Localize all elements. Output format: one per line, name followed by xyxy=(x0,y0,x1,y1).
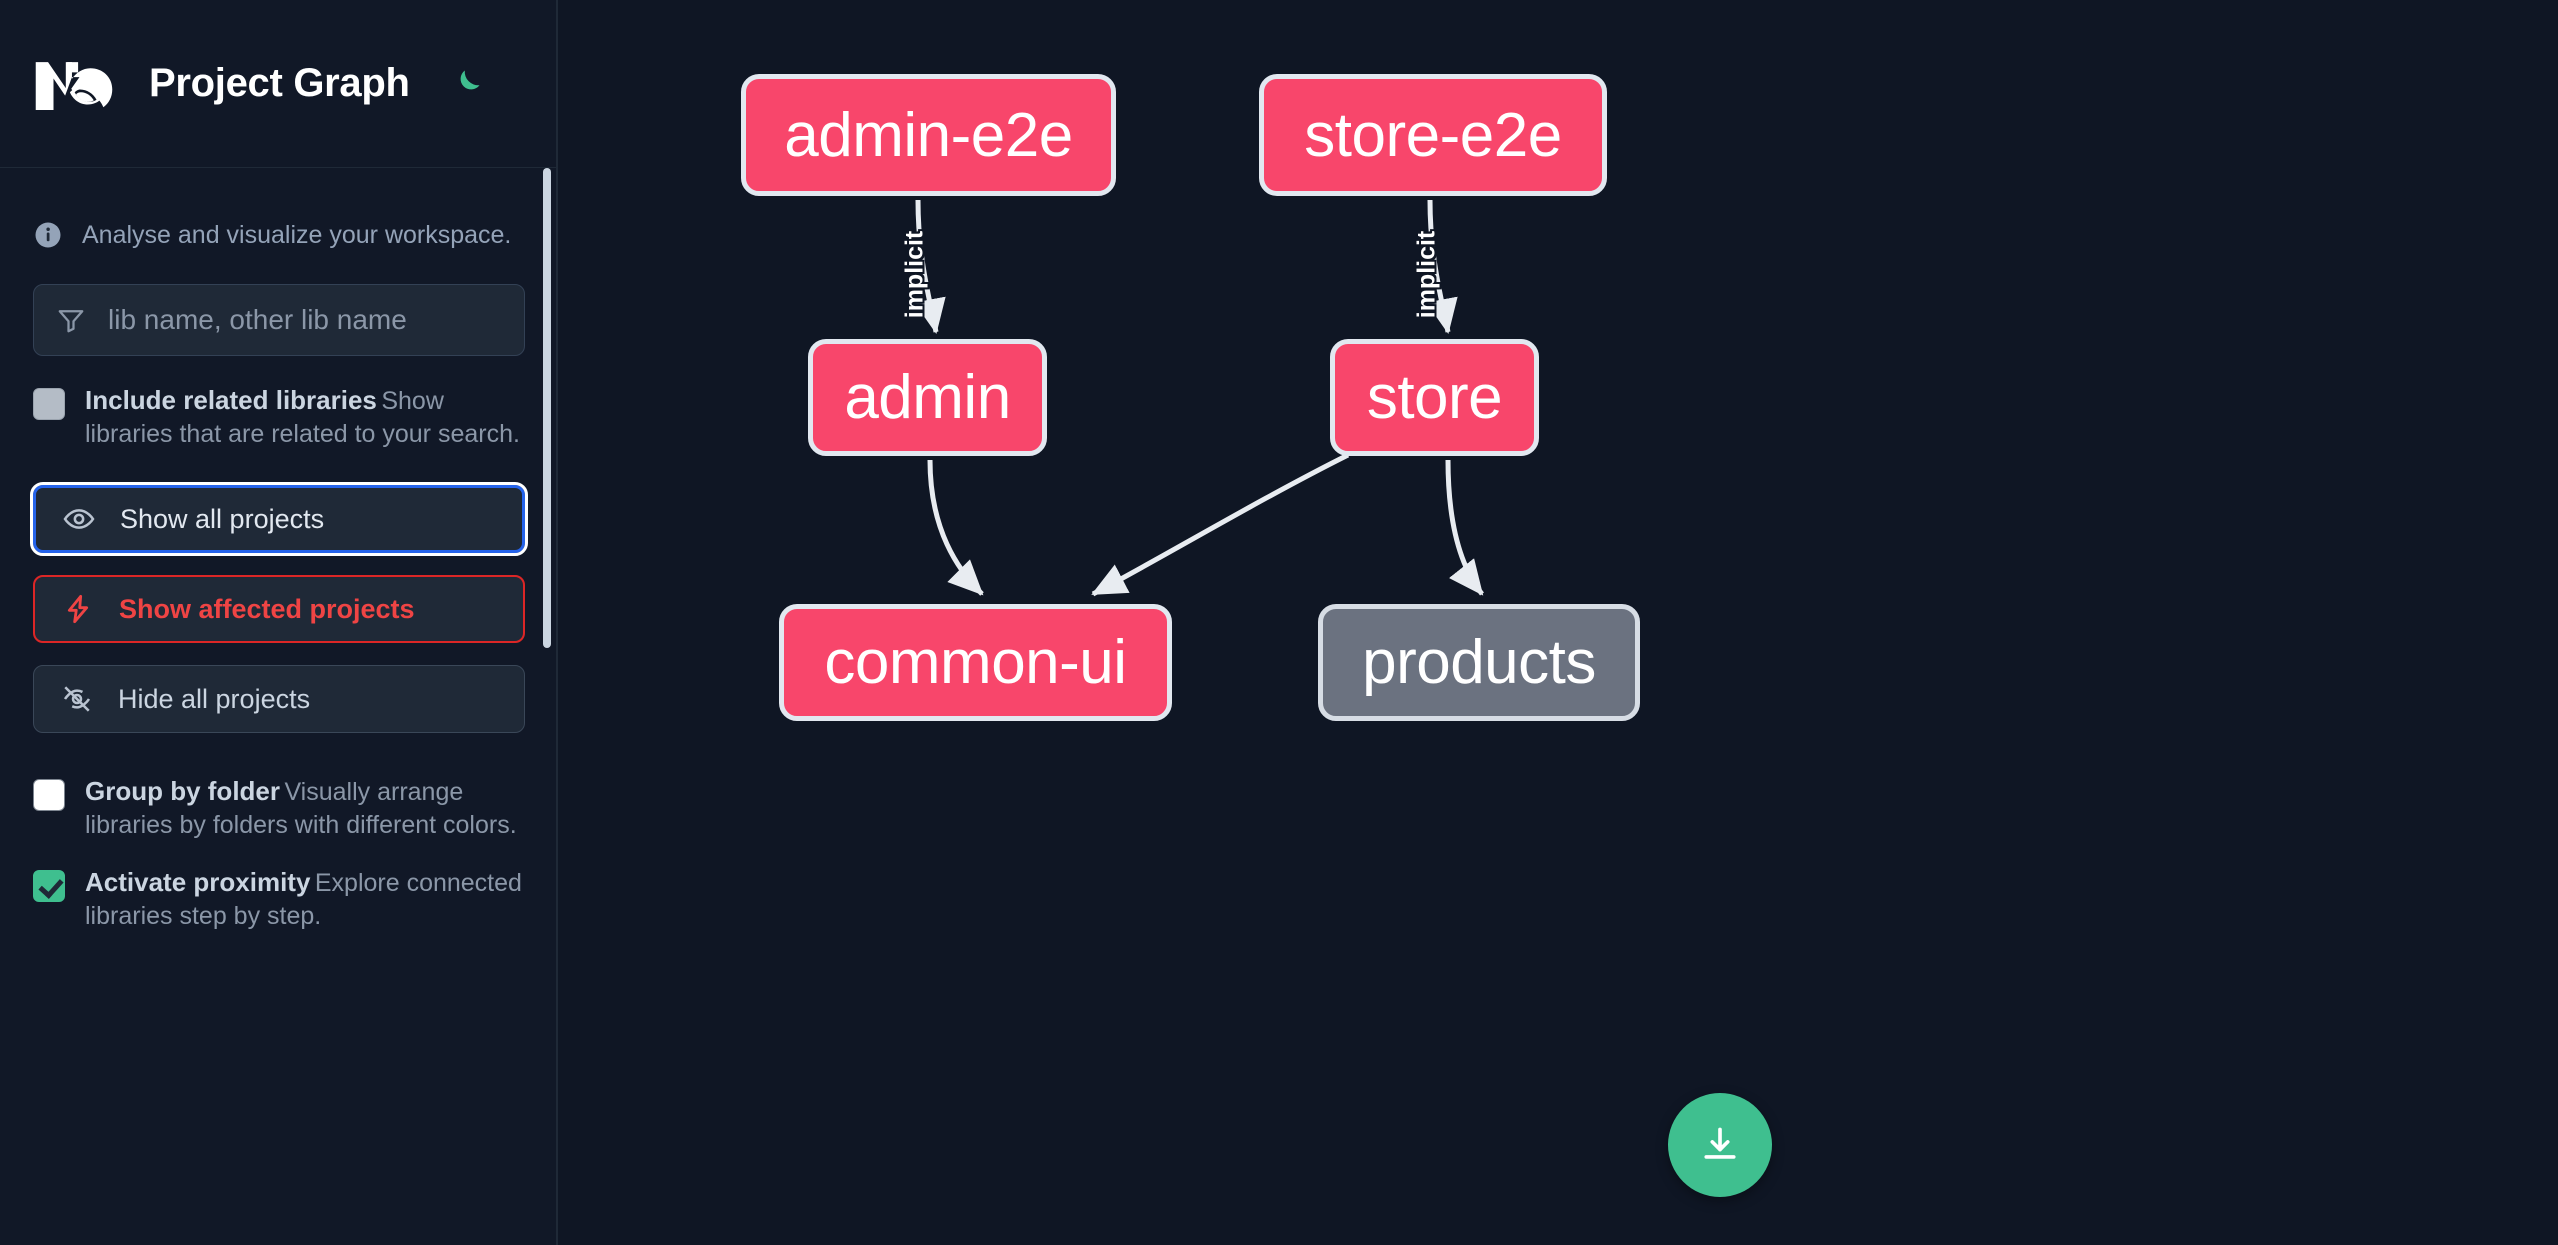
graph-node-label: store-e2e xyxy=(1304,100,1562,170)
funnel-icon xyxy=(56,305,86,335)
graph-node-label: admin xyxy=(844,363,1011,432)
include-related-libraries-label: Include related libraries xyxy=(85,385,377,415)
group-by-folder-description: Visually arrange libraries by folders wi… xyxy=(85,778,517,839)
activate-proximity-description: Explore connected libraries step by step… xyxy=(85,869,522,930)
sidebar-header: Project Graph xyxy=(0,0,558,168)
graph-node-store[interactable]: store xyxy=(1330,339,1539,456)
edge-admin-e2e-admin xyxy=(914,199,946,334)
eye-icon xyxy=(62,502,96,536)
graph-node-products[interactable]: products xyxy=(1318,604,1640,721)
option-group-by-folder[interactable]: Group by folder Visually arrange librari… xyxy=(0,733,558,842)
edge-store-e2e-store xyxy=(1426,199,1458,334)
moon-icon[interactable] xyxy=(446,64,486,104)
group-by-folder-checkbox[interactable] xyxy=(33,779,65,811)
sidebar-note-text: Analyse and visualize your workspace. xyxy=(82,220,512,249)
include-related-libraries-checkbox[interactable] xyxy=(33,388,65,420)
graph-node-label: common-ui xyxy=(824,628,1127,697)
option-activate-proximity[interactable]: Activate proximity Explore connected lib… xyxy=(0,842,558,933)
download-graph-button[interactable] xyxy=(1668,1093,1772,1197)
nx-logo-icon xyxy=(33,55,115,113)
edge-label-implicit-admin: implicit xyxy=(900,230,929,319)
activate-proximity-label: Activate proximity xyxy=(85,867,311,897)
activate-proximity-checkbox[interactable] xyxy=(33,870,65,902)
graph-node-label: admin-e2e xyxy=(784,100,1073,170)
sidebar-divider xyxy=(556,0,558,1245)
graph-node-store-e2e[interactable]: store-e2e xyxy=(1259,74,1607,196)
lightning-bolt-icon xyxy=(61,592,95,626)
sidebar: Project Graph Analyse and visualize your… xyxy=(0,0,558,1245)
show-affected-projects-button[interactable]: Show affected projects xyxy=(33,575,525,643)
show-affected-projects-label: Show affected projects xyxy=(119,593,415,624)
eye-off-icon xyxy=(60,682,94,716)
graph-canvas[interactable]: admin-e2e store-e2e admin store common-u… xyxy=(558,0,2558,1245)
option-include-related-libraries[interactable]: Include related libraries Show libraries… xyxy=(0,356,558,451)
edge-store-products xyxy=(1445,459,1484,596)
group-by-folder-label: Group by folder xyxy=(85,776,280,806)
edge-label-implicit-store: implicit xyxy=(1412,230,1441,319)
hide-all-projects-button[interactable]: Hide all projects xyxy=(33,665,525,733)
hide-all-projects-label: Hide all projects xyxy=(118,683,311,714)
include-related-libraries-description: Show libraries that are related to your … xyxy=(85,387,520,448)
search-field[interactable] xyxy=(33,284,525,356)
graph-node-common-ui[interactable]: common-ui xyxy=(779,604,1172,721)
graph-action-buttons: Show all projects Show affected projects xyxy=(0,451,558,733)
sidebar-note: Analyse and visualize your workspace. xyxy=(0,168,558,272)
graph-node-label: store xyxy=(1366,363,1503,432)
search-input[interactable] xyxy=(108,304,502,336)
show-all-projects-label: Show all projects xyxy=(120,503,325,534)
show-all-projects-button[interactable]: Show all projects xyxy=(30,482,528,556)
app-title: Project Graph xyxy=(149,61,410,105)
graph-node-admin[interactable]: admin xyxy=(808,339,1047,456)
download-icon xyxy=(1704,1127,1736,1159)
edge-store-common-ui xyxy=(1091,452,1350,597)
info-icon xyxy=(33,220,63,250)
sidebar-scrollbar[interactable] xyxy=(543,168,551,648)
edge-admin-common-ui xyxy=(927,459,984,596)
graph-node-admin-e2e[interactable]: admin-e2e xyxy=(741,74,1116,196)
graph-node-label: products xyxy=(1362,628,1596,697)
